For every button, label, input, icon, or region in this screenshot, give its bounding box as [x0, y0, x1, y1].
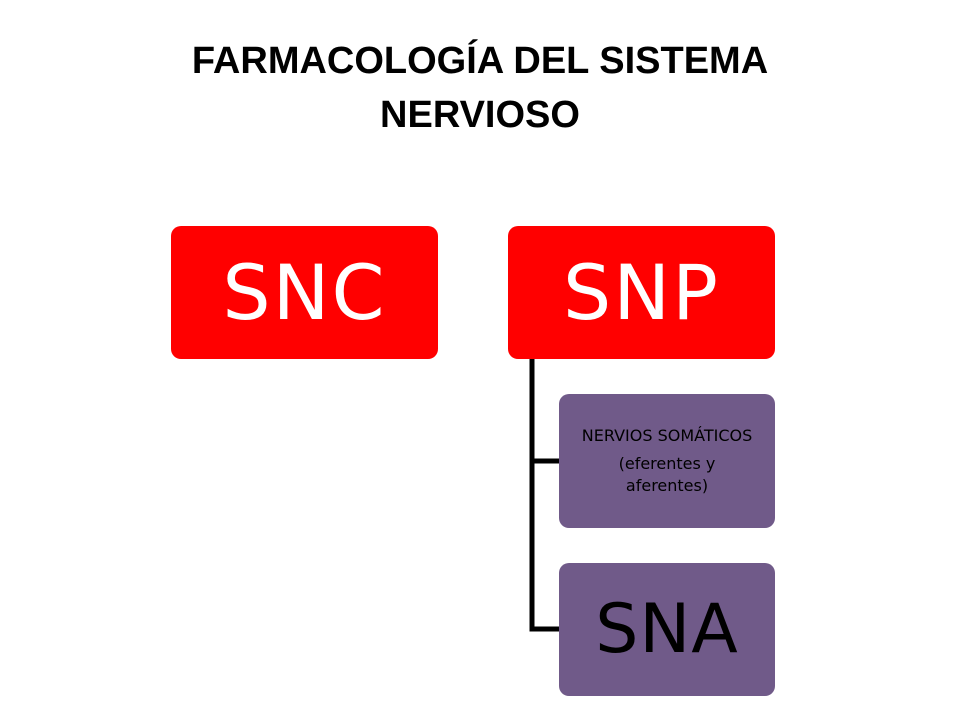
node-somaticos-subtitle: (eferentes y aferentes)	[618, 454, 716, 495]
node-sna-label: SNA	[595, 590, 739, 669]
node-snc-label: SNC	[222, 248, 387, 337]
node-nervios-somaticos: NERVIOS SOMÁTICOS (eferentes y aferentes…	[559, 394, 775, 528]
node-snp: SNP	[508, 226, 775, 359]
node-snc: SNC	[171, 226, 438, 359]
title-line-1: FARMACOLOGÍA DEL SISTEMA	[191, 40, 769, 82]
node-somaticos-title: NERVIOS SOMÁTICOS	[581, 426, 753, 445]
connector-snp-children	[529, 359, 559, 632]
node-sna: SNA	[559, 563, 775, 696]
slide-title: FARMACOLOGÍA DEL SISTEMA NERVIOSO	[80, 34, 880, 142]
node-snp-label: SNP	[563, 248, 720, 337]
title-line-2: NERVIOSO	[380, 94, 580, 136]
